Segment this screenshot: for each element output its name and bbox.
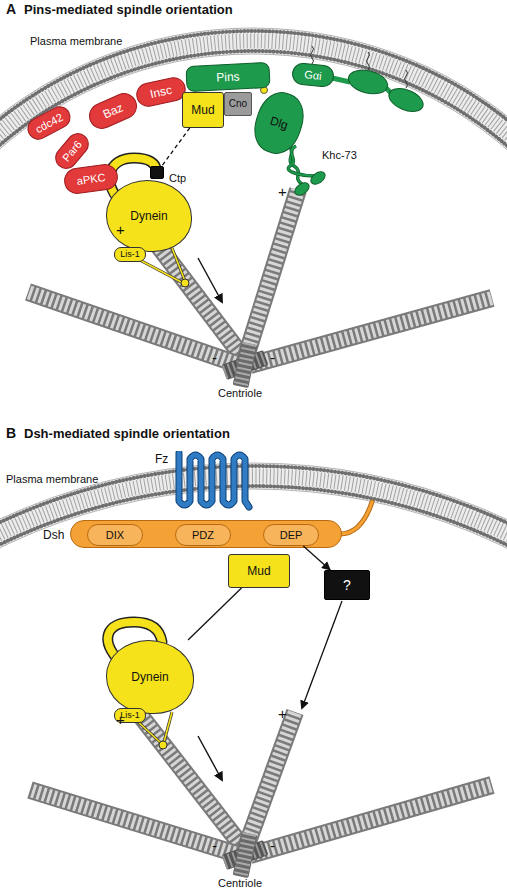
- node-text: ?: [343, 578, 351, 592]
- panel-title: Dsh-mediated spindle orientation: [24, 427, 230, 440]
- pull-arrow: [198, 258, 222, 302]
- node-text: Ctp: [169, 173, 186, 184]
- receptor-outline: [179, 453, 249, 507]
- node-text: DEP: [280, 530, 303, 541]
- node-text: Cno: [229, 99, 247, 109]
- node-text: Fz: [155, 453, 168, 465]
- node-text: DIX: [106, 530, 124, 541]
- polarity-sign: -: [212, 350, 217, 365]
- polarity-sign: +: [278, 184, 287, 199]
- microtubule: [28, 190, 492, 365]
- node-text: Dlg: [269, 115, 290, 132]
- protein-blob: Insc: [134, 75, 188, 109]
- protein-domain: DIX: [87, 524, 143, 546]
- structure-label: Plasma membrane: [6, 474, 98, 485]
- protein-blob: Dlg: [248, 86, 311, 159]
- microtubule: [30, 712, 492, 855]
- node-text: Dynein: [131, 671, 168, 683]
- connector: [303, 546, 330, 570]
- motor-protein: Dynein: [106, 180, 192, 252]
- plasma-membrane: [0, 28, 507, 240]
- receptor: Fz: [170, 450, 252, 510]
- receptor-outline: [179, 453, 249, 507]
- node-text: Baz: [101, 101, 125, 120]
- connector: [162, 128, 190, 166]
- plus-end-arrow: [302, 601, 342, 708]
- node-text: Dsh: [43, 529, 64, 541]
- polarity-sign: +: [116, 712, 125, 727]
- structure-label: Plasma membrane: [30, 36, 122, 47]
- dsh-tail: [340, 502, 372, 534]
- protein-box: Cno: [224, 92, 252, 116]
- node-text: Pins: [216, 70, 240, 83]
- polarity-sign: +: [116, 222, 125, 237]
- centriole: [222, 832, 269, 878]
- polarity-sign: +: [278, 706, 287, 721]
- protein-blob: Baz: [85, 89, 141, 133]
- protein-label: Khc-73: [322, 150, 357, 161]
- kinesin-coil: [288, 146, 327, 198]
- motor-protein: Dynein: [106, 640, 194, 714]
- polarity-sign: -: [270, 350, 275, 365]
- protein-blob: Pins: [185, 62, 270, 92]
- node-text: Par6: [60, 139, 83, 164]
- protein-domain: DEP: [263, 524, 319, 546]
- panel-letter: B: [6, 426, 16, 440]
- unknown-factor: ?: [324, 570, 370, 600]
- structure-label: Centriole: [218, 878, 262, 889]
- panel-letter: A: [6, 2, 16, 16]
- protein-blob: Gαi: [291, 62, 335, 88]
- protein-box: Ctp: [150, 166, 164, 179]
- pull-arrow: [198, 736, 222, 780]
- polarity-sign: -: [270, 838, 275, 853]
- polarity-sign: -: [212, 838, 217, 853]
- protein-box: Mud: [182, 92, 224, 128]
- node-text: PDZ: [192, 530, 214, 541]
- protein-domain: PDZ: [175, 524, 231, 546]
- centriole: [222, 342, 269, 388]
- protein-bar: DshDIXPDZDEP: [70, 520, 342, 548]
- plasma-membrane: [0, 463, 507, 660]
- node-text: Mud: [191, 104, 214, 116]
- node-text: Gαi: [304, 69, 322, 82]
- protein-blob: Lis-1: [114, 247, 146, 262]
- node-text: Insc: [149, 84, 173, 100]
- dsh-tail: [340, 502, 372, 534]
- panel-title: Pins-mediated spindle orientation: [24, 3, 233, 16]
- node-text: Mud: [247, 565, 270, 577]
- structure-label: Centriole: [218, 388, 262, 399]
- protein-box: Mud: [228, 554, 290, 588]
- node-text: Lis-1: [120, 250, 140, 259]
- connector: [188, 588, 241, 640]
- node-text: aPKC: [76, 172, 106, 187]
- node-text: Dynein: [130, 210, 167, 222]
- receptor-outline: [171, 451, 253, 511]
